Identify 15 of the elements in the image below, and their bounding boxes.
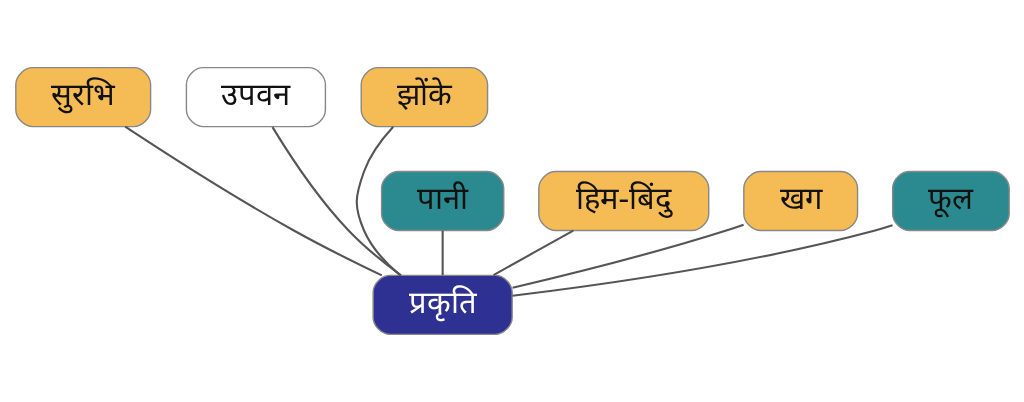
node-box: प्रकृति [371, 274, 513, 336]
node-box: हिम-बिंदु [537, 170, 709, 232]
node-box: खग [742, 170, 858, 232]
connector [511, 224, 893, 297]
node-box: फूल [891, 170, 1010, 232]
node-box: उपवन [185, 66, 326, 128]
connector [441, 230, 444, 276]
connector [355, 126, 401, 277]
node-box: सुरभि [14, 66, 151, 128]
connector [271, 126, 402, 277]
node-box: झोंके [360, 66, 488, 128]
node-box: पानी [380, 170, 504, 232]
connector [511, 223, 744, 289]
connector [492, 229, 574, 277]
connector [124, 125, 382, 277]
